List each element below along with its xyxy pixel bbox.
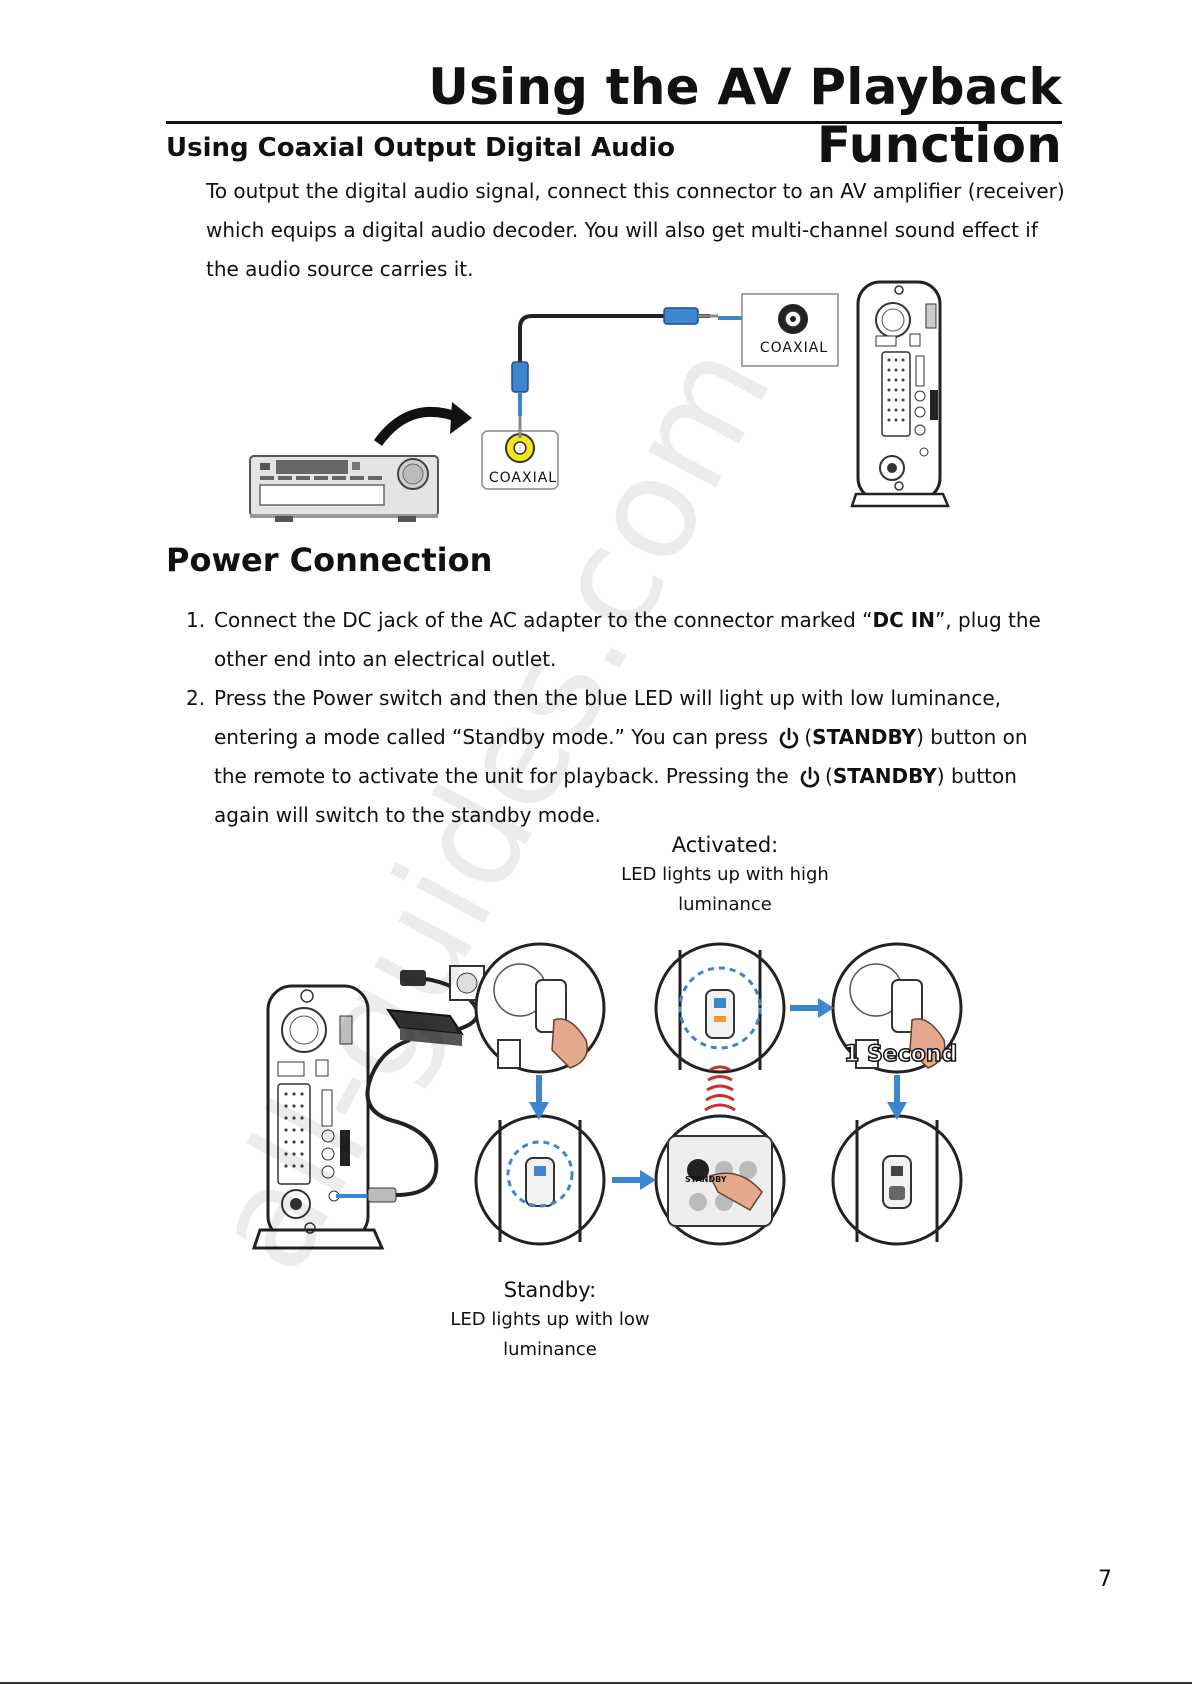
coaxial-diagram	[249, 280, 950, 522]
title-rule	[166, 121, 1062, 124]
bottom-rule	[0, 1682, 1192, 1684]
av-receiver-illustration	[249, 455, 439, 522]
power-diagram	[251, 942, 963, 1250]
press-power-button-illustration	[474, 942, 606, 1074]
receiver-coaxial-jack	[481, 430, 559, 490]
device-coaxial-jack	[741, 293, 839, 367]
page-number: 7	[1098, 1567, 1112, 1592]
standby-caption: Standby: LED lights up with low luminanc…	[450, 1278, 650, 1360]
power-step-1: 1. Connect the DC jack of the AC adapter…	[186, 608, 1041, 671]
coaxial-body: To output the digital audio signal, conn…	[206, 179, 1065, 281]
power-icon	[800, 766, 820, 787]
coaxial-heading: Using Coaxial Output Digital Audio	[166, 133, 675, 163]
led-low-luminance-illustration	[474, 1114, 606, 1246]
power-heading: Power Connection	[166, 541, 493, 579]
device-jack-label: COAXIAL	[759, 340, 829, 356]
led-off-illustration	[831, 1114, 963, 1246]
one-second-label: 1 Second	[843, 1041, 958, 1068]
media-player-back-illustration	[850, 280, 950, 508]
power-icon	[780, 727, 799, 748]
power-steps-list: 1. Connect the DC jack of the AC adapter…	[180, 601, 1066, 835]
page-title: Using the AV Playback Function	[428, 58, 1062, 174]
receiver-jack-label: COAXIAL	[488, 470, 558, 486]
activated-caption: Activated: LED lights up with high lumin…	[621, 833, 829, 915]
remote-standby-label: STANDBY	[685, 1175, 727, 1184]
media-player-back-illustration	[251, 984, 385, 1250]
remote-standby-button-illustration	[654, 1114, 786, 1246]
led-high-luminance-illustration	[654, 942, 786, 1074]
power-step-2: 2. Press the Power switch and then the b…	[186, 686, 1028, 827]
